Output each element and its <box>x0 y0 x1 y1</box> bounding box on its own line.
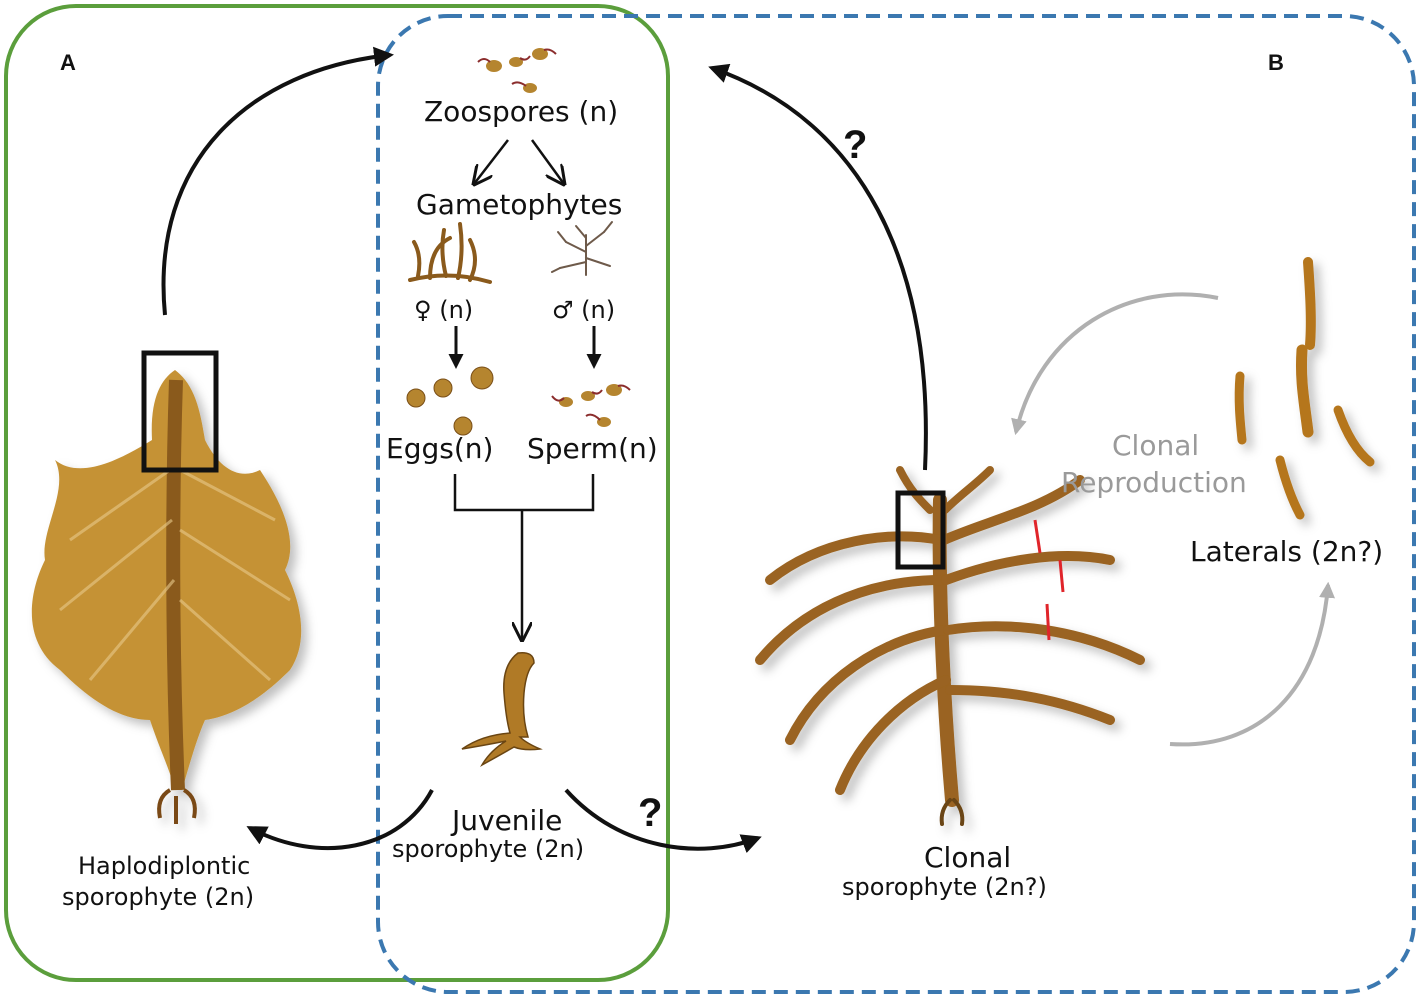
panel-a-label: A <box>60 50 76 75</box>
gametophytes-label: Gametophytes <box>416 188 622 221</box>
question-mark-bottom: ? <box>638 791 662 835</box>
haplo-label-line1: Haplodiplontic <box>78 852 250 880</box>
clonal-label-line1: Clonal <box>924 841 1011 874</box>
haplo-selection-box <box>141 350 219 473</box>
eggs-icon <box>406 366 494 436</box>
cut-mark-3 <box>1045 603 1051 641</box>
clonal-label-line2: sporophyte (2n?) <box>842 873 1047 901</box>
clonal-repro-label-line2: Reproduction <box>1061 466 1247 499</box>
sperm-icon <box>551 384 631 427</box>
question-mark-top: ? <box>843 123 867 167</box>
fertilization-connector <box>453 474 595 512</box>
panel-a-border <box>4 4 670 982</box>
laterals-label: Laterals (2n?) <box>1190 535 1383 568</box>
laterals-icon <box>1234 257 1375 520</box>
arrow-clonal-to-zoospores <box>708 63 928 471</box>
female-gametophyte-icon <box>408 222 492 284</box>
arrow-clonal-repro-bottom <box>1169 581 1335 747</box>
female-label: ♀ (n) <box>414 296 473 324</box>
clonal-repro-label-line1: Clonal <box>1112 429 1199 462</box>
panel-b-border <box>376 14 1416 994</box>
arrow-zoospores-to-male <box>530 139 564 184</box>
juvenile-label-line2: sporophyte (2n) <box>392 835 584 863</box>
juvenile-sporophyte-icon <box>461 651 543 767</box>
arrow-zoospores-to-female <box>474 139 509 184</box>
male-label: ♂ (n) <box>552 296 615 324</box>
panel-b-label: B <box>1268 50 1284 75</box>
juvenile-label-line1: Juvenile <box>450 804 562 837</box>
clonal-kelp-icon <box>755 466 1145 826</box>
arrow-clonal-repro-top <box>1011 292 1219 436</box>
arrow-juvenile-to-haplo <box>246 789 434 851</box>
eggs-label: Eggs(n) <box>386 432 493 465</box>
sperm-label: Sperm(n) <box>527 432 658 465</box>
cut-mark-1 <box>1033 519 1042 554</box>
arrow-haplo-to-zoospores <box>161 46 394 316</box>
male-gametophyte-icon <box>551 221 613 276</box>
zoospores-icon <box>477 48 557 93</box>
haplo-label-line2: sporophyte (2n) <box>62 883 254 911</box>
cut-mark-2 <box>1058 559 1065 593</box>
clonal-selection-box <box>895 490 946 570</box>
zoospores-label: Zoospores (n) <box>424 95 618 128</box>
haplodiplontic-kelp-icon <box>31 370 302 824</box>
arrow-juvenile-to-clonal <box>564 788 762 854</box>
